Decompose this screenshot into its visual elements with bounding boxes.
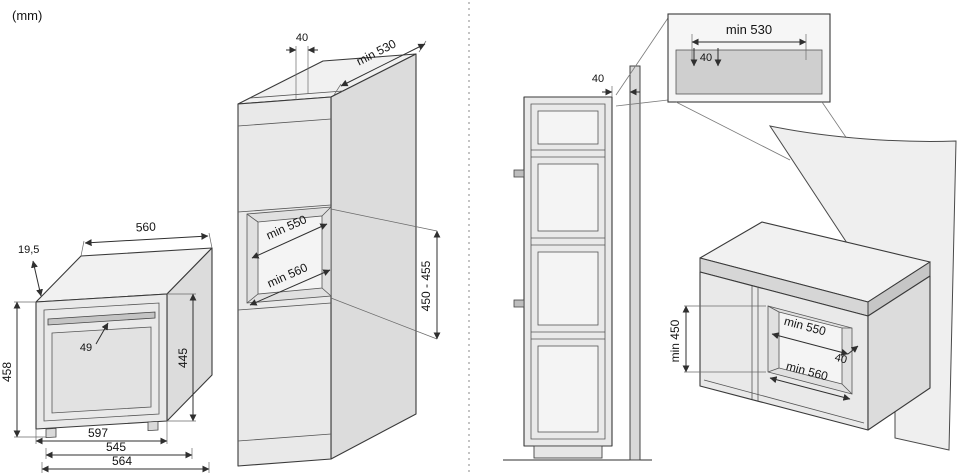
dim-oven-handle-offset: 49: [80, 342, 92, 354]
tall-cabinet-plinth-line: [237, 433, 332, 442]
oven-handle: [47, 311, 156, 326]
dim-oven-body-width: 597: [88, 426, 108, 440]
dim-oven-height-total: 458: [0, 362, 14, 382]
callout-line-bottom: [615, 99, 669, 107]
dim-oven-width: 560: [135, 219, 156, 234]
tall-cabinet-niche-depth-lines: [246, 206, 332, 304]
mounting-hook-top: [513, 169, 525, 178]
detail-inset: min 530 40: [667, 13, 857, 161]
dim-tall-cabinet-top-gap: 40: [296, 32, 308, 44]
oven-dimensions: 19,5 560 458 49 445 597 545 564: [0, 219, 213, 473]
dim-oven-front-frame-depth: 19,5: [18, 244, 39, 256]
dim-base-cabinet-rear-gap: 40: [833, 352, 848, 367]
detail-inset-panel-section: [675, 49, 823, 95]
inset-pointer-left: [675, 101, 791, 161]
base-cabinet-plinth-line: [703, 379, 865, 424]
base-cabinet-niche-depth-lines: [767, 305, 853, 395]
base-cabinet-side-face: [867, 275, 931, 431]
unit-label: (mm): [12, 8, 42, 23]
callout-line-top: [615, 17, 669, 96]
dim-oven-depth-total: 564: [112, 454, 132, 468]
dim-base-cabinet-niche-height-min: min 450: [668, 319, 682, 362]
dim-oven-front-height: 445: [176, 348, 190, 368]
oven-door-frame: [43, 302, 160, 422]
side-view-cabinet-inner: [530, 103, 606, 440]
oven-foot-right: [147, 420, 159, 432]
dim-oven-depth-body: 545: [106, 440, 126, 454]
base-cabinet-drawing: [699, 125, 957, 451]
mounting-hook-bottom: [513, 299, 525, 308]
oven-foot-left: [45, 427, 57, 439]
dim-side-view-wall-gap: 40: [592, 73, 604, 85]
dim-tall-cabinet-niche-height: 450 - 455: [419, 260, 433, 311]
tall-cabinet-upper-door-line: [237, 204, 332, 213]
side-view-shelves: [531, 149, 605, 340]
side-view-compartments: [537, 110, 599, 433]
oven-door-glass: [51, 326, 152, 414]
tall-cabinet-drawing: [237, 53, 417, 467]
tall-cabinet-vent-strip: [249, 90, 344, 99]
oven-drawing: [35, 247, 213, 439]
tall-cabinet-side-face: [330, 53, 417, 460]
dim-inset-vent-gap: 40: [700, 52, 712, 64]
side-view-drawing: 40: [503, 17, 669, 461]
dim-inset-depth-min: min 530: [726, 22, 772, 37]
wall-section: [629, 65, 641, 461]
side-view-plinth: [533, 445, 603, 459]
tall-cabinet-top-panel-line: [237, 118, 332, 127]
